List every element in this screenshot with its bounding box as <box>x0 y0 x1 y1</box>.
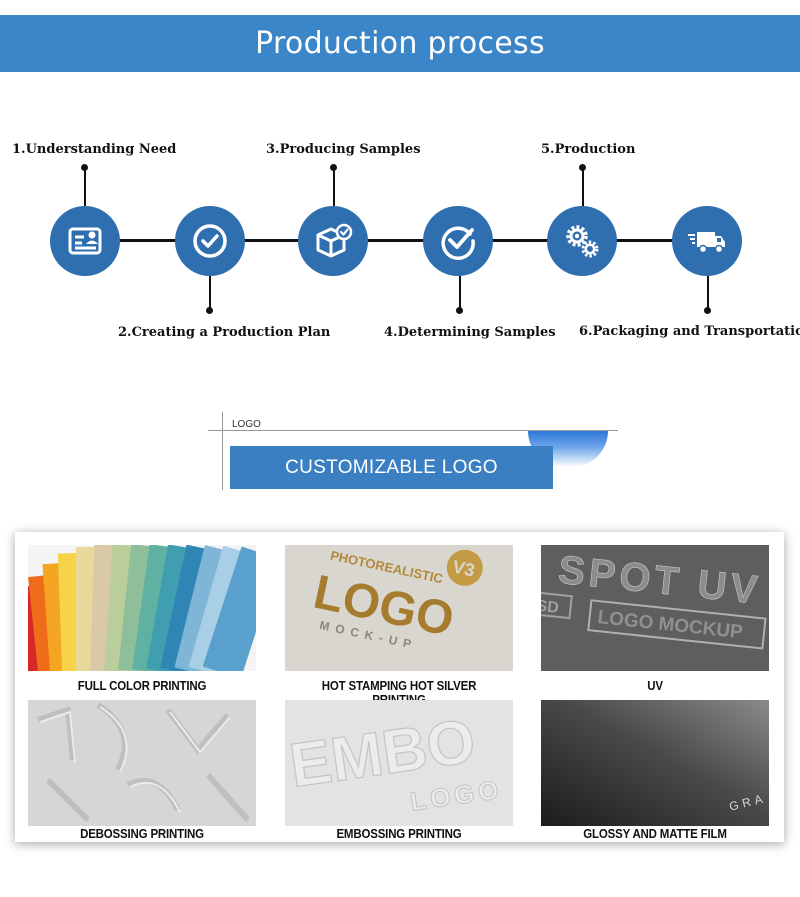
step-4-node <box>423 206 493 276</box>
step-2-connector <box>209 276 211 310</box>
step-5-node <box>547 206 617 276</box>
timeline-line <box>85 239 715 242</box>
logo-frame-line <box>208 430 618 431</box>
customizable-logo-text: CUSTOMIZABLE LOGO <box>285 456 498 478</box>
debossing-image <box>28 700 256 826</box>
printing-caption-5: EMBOSSING PRINTING <box>336 827 462 841</box>
spot-uv-image: SPOT UV SD LOGO MOCKUP <box>541 545 769 671</box>
logo-frame-line-vertical <box>222 412 223 490</box>
step-1-connector <box>84 166 86 206</box>
printing-caption-3: UV <box>647 679 663 693</box>
embossing-image: EMBO LOGO <box>285 700 513 826</box>
step-3-connector <box>333 166 335 206</box>
step-2-dot <box>206 307 213 314</box>
step-6-label: 6.Packaging and Transportation <box>579 324 800 339</box>
header-banner: Production process <box>0 15 800 72</box>
step-4-label: 4.Determining Samples <box>384 325 556 340</box>
glossy-matte-image: GRA <box>541 700 769 826</box>
step-2-node <box>175 206 245 276</box>
step-2-label: 2.Creating a Production Plan <box>118 325 331 340</box>
step-1-label: 1.Understanding Need <box>12 142 177 157</box>
step-3-node <box>298 206 368 276</box>
document-user-icon <box>68 227 102 255</box>
customizable-logo-banner: CUSTOMIZABLE LOGO <box>230 446 553 489</box>
check-circle-icon <box>193 224 227 258</box>
step-4-connector <box>459 276 461 310</box>
check-circle-icon <box>441 226 475 260</box>
printing-caption-4: DEBOSSING PRINTING <box>80 827 204 841</box>
logo-small-label: LOGO <box>232 419 261 430</box>
step-3-label: 3.Producing Samples <box>266 142 421 157</box>
full-color-printing-image <box>28 545 256 671</box>
step-4-dot <box>456 307 463 314</box>
step-6-connector <box>707 276 709 310</box>
page-title: Production process <box>255 26 545 61</box>
step-5-connector <box>582 166 584 206</box>
printing-caption-1: FULL COLOR PRINTING <box>77 679 207 693</box>
gears-icon <box>566 225 599 258</box>
box-check-icon <box>316 223 353 258</box>
step-5-label: 5.Production <box>541 142 636 157</box>
step-6-dot <box>704 307 711 314</box>
delivery-truck-icon <box>688 232 725 254</box>
printing-techniques-card: FULL COLOR PRINTING PHOTOREALISTIC LOGO … <box>15 532 784 842</box>
hot-stamp-badge: V3 <box>451 557 477 581</box>
step-6-node <box>672 206 742 276</box>
step-1-node <box>50 206 120 276</box>
hot-stamping-image: PHOTOREALISTIC LOGO MOCK-UP V3 <box>285 545 513 671</box>
uv-side: SD <box>541 598 560 617</box>
printing-caption-6: GLOSSY AND MATTE FILM <box>583 827 727 841</box>
